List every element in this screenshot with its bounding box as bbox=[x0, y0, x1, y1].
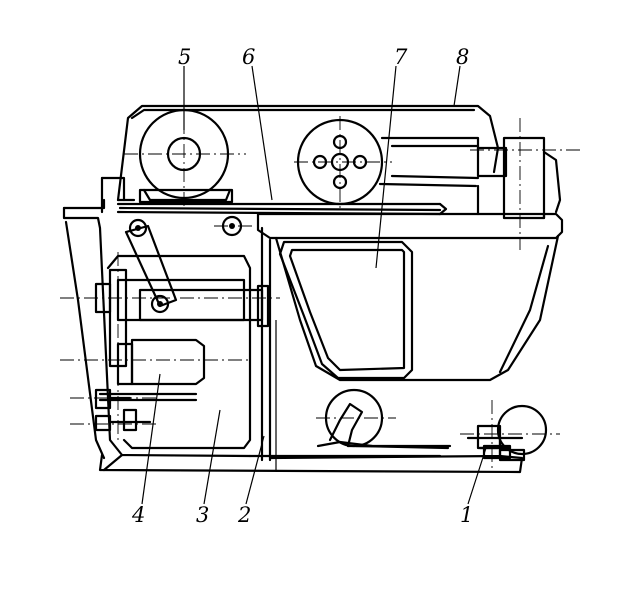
table-ledge bbox=[256, 212, 564, 240]
label-8: 8 bbox=[456, 45, 469, 69]
drive-belt bbox=[116, 202, 448, 237]
label-3: 3 bbox=[196, 503, 209, 527]
label-1: 1 bbox=[460, 503, 473, 527]
label-6: 6 bbox=[242, 45, 255, 69]
right-lower-housing bbox=[274, 234, 560, 382]
motor-pulley-5 bbox=[124, 96, 246, 210]
spindle-pulley bbox=[294, 116, 392, 212]
label-2: 2 bbox=[237, 503, 251, 527]
link-arm bbox=[124, 218, 178, 314]
lower-pulley bbox=[316, 388, 452, 450]
drive-mechanism-1 bbox=[460, 400, 560, 472]
main-frame bbox=[62, 176, 502, 470]
spindle-assembly bbox=[378, 118, 582, 250]
inspection-window bbox=[278, 240, 414, 380]
callout-labels: 5 6 7 8 4 3 2 1 bbox=[131, 45, 473, 527]
leader-lines bbox=[141, 65, 487, 505]
electric-motor bbox=[60, 338, 248, 402]
label-7: 7 bbox=[394, 45, 408, 69]
label-5: 5 bbox=[178, 45, 191, 69]
label-4: 4 bbox=[131, 503, 145, 527]
control-handles bbox=[70, 388, 160, 432]
